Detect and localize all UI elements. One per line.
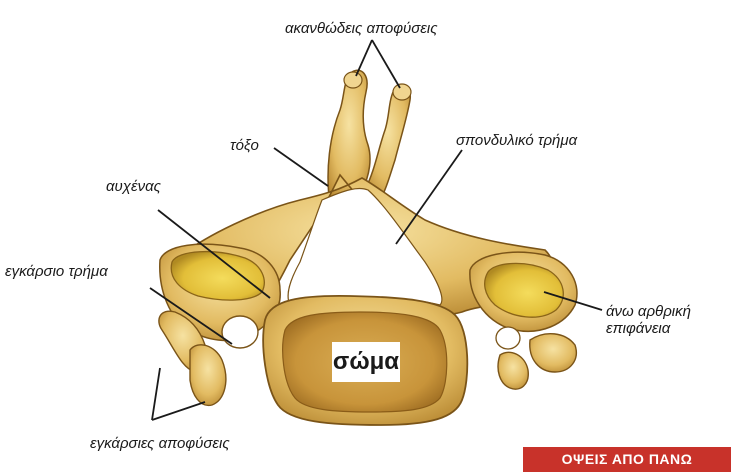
left-lateral-mass — [159, 244, 280, 405]
label-superior-articular-surface: άνω αρθρική επιφάνεια — [606, 303, 691, 337]
right-lateral-mass — [470, 252, 577, 389]
leader-transverse-right — [152, 402, 205, 420]
leader-arch — [274, 148, 328, 186]
leader-spinous-right — [372, 40, 400, 88]
label-transverse-processes: εγκάρσιες αποφύσεις — [90, 435, 230, 452]
label-articular-line2: επιφάνεια — [606, 320, 691, 337]
label-articular-line1: άνω αρθρική — [606, 303, 691, 320]
label-arch: τόξο — [230, 137, 259, 154]
label-spinous-processes: ακανθώδεις αποφύσεις — [285, 20, 438, 37]
leader-spinous-left — [356, 40, 372, 76]
label-transverse-foramen: εγκάρσιο τρήμα — [5, 263, 108, 280]
leader-transverse-left — [152, 368, 160, 420]
label-pedicle: αυχένας — [106, 178, 161, 195]
label-vertebral-foramen: σπονδυλικό τρήμα — [456, 132, 577, 149]
label-body: σώμα — [332, 342, 400, 382]
view-banner: ΟΨΕΙΣ ΑΠΟ ΠΑΝΩ — [523, 447, 731, 472]
